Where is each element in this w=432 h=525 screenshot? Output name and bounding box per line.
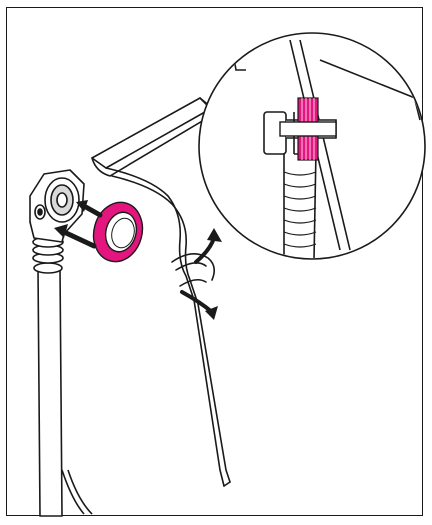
- rubber-washer-accent: [92, 201, 144, 263]
- insert-arrow-heads: [54, 200, 88, 238]
- drain-hose: [32, 236, 93, 517]
- hose-elbow-connector: [29, 169, 85, 243]
- zoom-detail-circle: [198, 32, 426, 260]
- arrow-heads: [205, 228, 222, 320]
- rotate-arrows: [180, 236, 216, 314]
- hose-loop: [171, 253, 216, 287]
- insert-arrows: [61, 203, 103, 249]
